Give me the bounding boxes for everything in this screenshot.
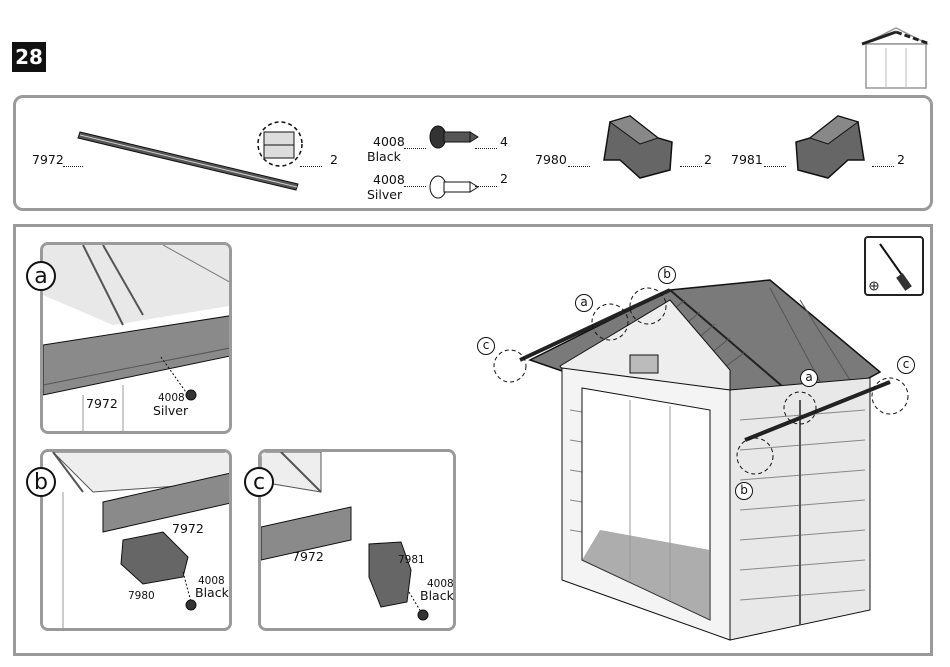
corner-left-part-image [600, 112, 678, 184]
detail-a-letter: a [26, 261, 56, 291]
corner-right-qty-label: 2 [897, 153, 905, 167]
detail-a-screw-color: Silver [153, 404, 188, 418]
detail-b-rail-code: 7972 [172, 522, 204, 536]
callout-b-top: b [658, 266, 676, 284]
detail-a-rail-code: 7972 [86, 397, 118, 411]
detail-c-rail-code: 7972 [292, 550, 324, 564]
callout-c-right: c [897, 356, 915, 374]
detail-panel-b [40, 449, 232, 631]
corner-right-code-label: 7981 [731, 153, 763, 167]
detail-c-screw-color: Black [420, 589, 454, 603]
screw-silver-code-label: 4008 [373, 173, 405, 187]
detail-b-screw-color: Black [195, 586, 229, 600]
screw-silver-icon [428, 174, 480, 200]
screw-silver-color-label: Silver [367, 188, 402, 202]
screw-black-qty-label: 4 [500, 135, 508, 149]
screw-black-icon [428, 124, 480, 150]
rail-part-image [60, 120, 320, 200]
shed-thumbnail-icon [856, 26, 936, 90]
detail-b-part-code: 7980 [128, 589, 155, 603]
detail-panel-c [258, 449, 456, 631]
callout-a-right: a [800, 369, 818, 387]
shed-illustration [470, 260, 910, 650]
corner-right-part-image [790, 112, 868, 184]
screw-black-code-label: 4008 [373, 135, 405, 149]
screw-black-color-label: Black [367, 150, 401, 164]
callout-b-bottom: b [735, 482, 753, 500]
callout-a-top: a [575, 294, 593, 312]
screw-silver-qty-label: 2 [500, 172, 508, 186]
detail-c-part-code: 7981 [398, 553, 425, 567]
detail-b-letter: b [26, 467, 56, 497]
detail-c-letter: c [244, 467, 274, 497]
detail-panel-a [40, 242, 232, 434]
step-number-badge: 28 [12, 42, 46, 72]
callout-c-left: c [477, 337, 495, 355]
rail-qty-label: 2 [330, 153, 338, 167]
corner-left-qty-label: 2 [704, 153, 712, 167]
rail-code-label: 7972 [32, 153, 64, 167]
corner-left-code-label: 7980 [535, 153, 567, 167]
